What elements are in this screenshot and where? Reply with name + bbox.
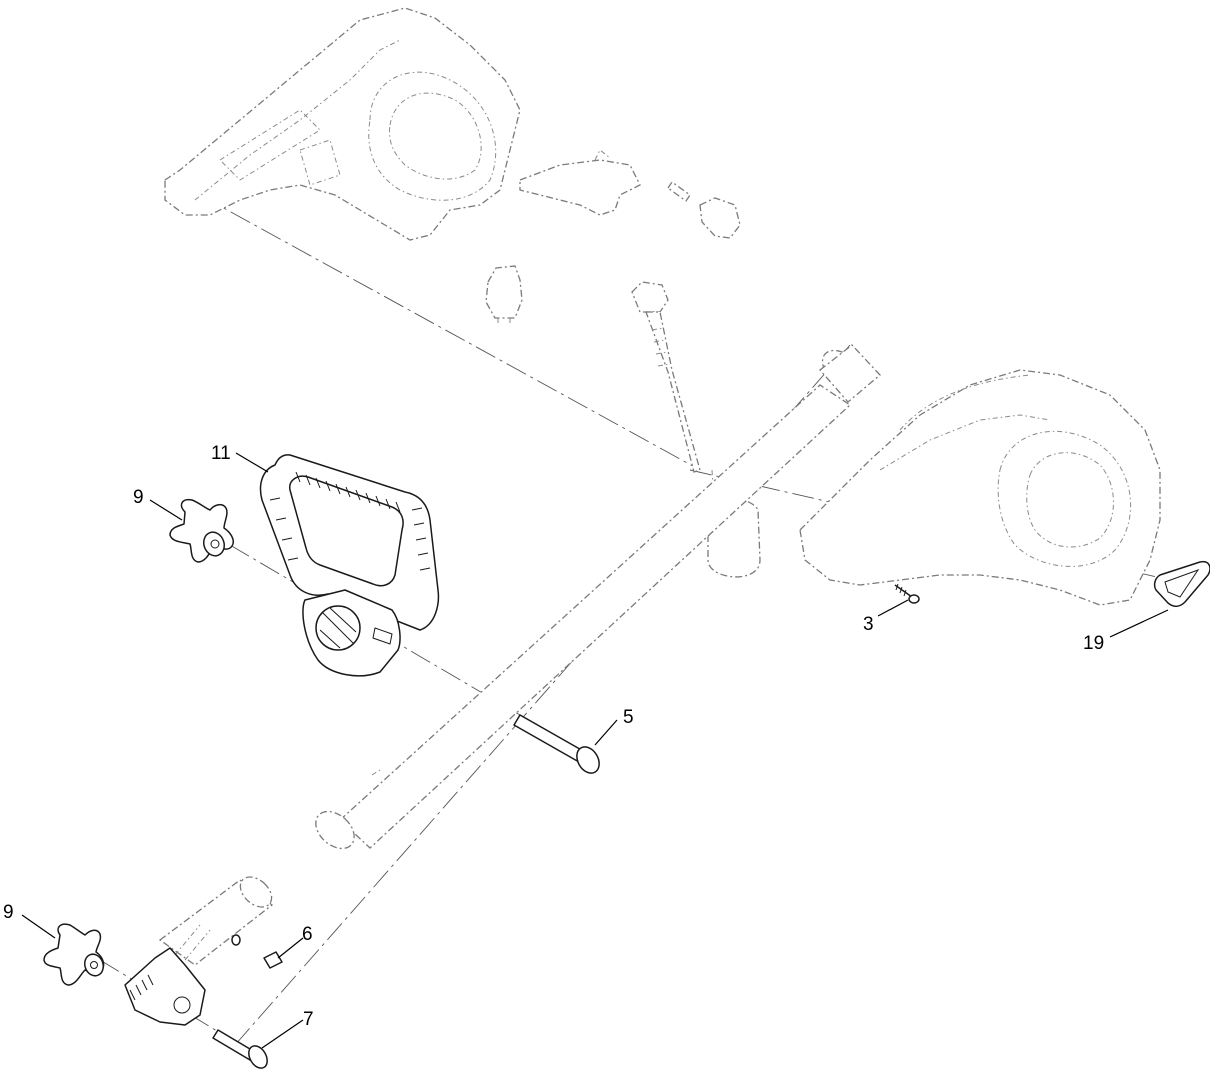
- callout-9-lower: 9: [3, 902, 14, 923]
- callout-3: 3: [863, 614, 874, 635]
- small-screw-part-6: [231, 934, 283, 969]
- rear-handle-housing: [799, 369, 1161, 606]
- upper-handle-housing: [164, 7, 521, 241]
- short-pin-part-7: [212, 1029, 268, 1069]
- main-handle-shaft: [315, 344, 881, 850]
- star-knob-lower-part-9: [43, 923, 105, 986]
- callout-6: 6: [302, 924, 313, 945]
- callout-19: 19: [1083, 633, 1105, 654]
- callout-9-upper: 9: [133, 487, 144, 508]
- callout-leaders: [21, 452, 1169, 1049]
- trigger-parts: [485, 149, 741, 326]
- assembly-centerlines: [99, 194, 1171, 1046]
- callout-5: 5: [623, 707, 634, 728]
- screw-part-3: [894, 583, 920, 604]
- auxiliary-handle-part-11: [259, 454, 440, 677]
- label-plate-part-19: [1153, 560, 1210, 607]
- callout-7: 7: [303, 1009, 314, 1030]
- lower-tube: [158, 876, 274, 966]
- long-bolt-part-5: [513, 714, 600, 774]
- star-knob-upper-part-9: [169, 498, 235, 563]
- coupler-assembly: [124, 947, 206, 1026]
- callout-11: 11: [211, 443, 231, 464]
